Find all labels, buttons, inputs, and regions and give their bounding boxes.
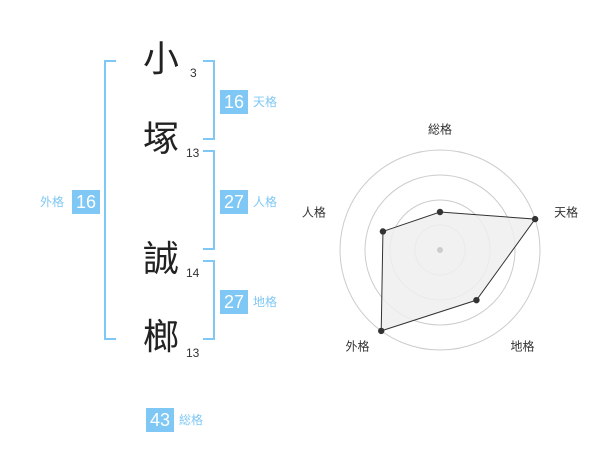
soukaku-badge: 43: [146, 408, 174, 432]
stroke-count-3: 14: [186, 266, 200, 280]
soukaku-label: 総格: [179, 413, 204, 427]
radar-point-3: [378, 327, 385, 335]
name-char-4: 榔: [143, 317, 180, 358]
name-char-3: 誠: [143, 239, 180, 280]
tenkaku-label: 天格: [253, 95, 278, 109]
name-char-2: 塚: [143, 119, 180, 160]
radar-ring: [339, 149, 541, 351]
stroke-count-4: 13: [186, 346, 200, 360]
radar-point-1: [531, 215, 539, 223]
radar-axis-label-3: 外格: [345, 339, 369, 354]
gaikaku-badge: 16: [72, 190, 100, 214]
jinkaku-badge: 27: [220, 190, 248, 214]
radar-axis-label-4: 人格: [302, 204, 326, 219]
tenkaku-bracket: [203, 60, 215, 140]
radar-center-point: [437, 247, 443, 253]
radar-point-4: [379, 228, 387, 235]
radar-point-0: [436, 208, 444, 216]
jinkaku-label: 人格: [253, 195, 278, 209]
gaikaku-bracket: [104, 60, 116, 340]
jinkaku-bracket: [203, 150, 215, 250]
gaikaku-label: 外格: [40, 195, 65, 209]
radar-axis-label-2: 地格: [511, 339, 535, 354]
radar-axis-label-0: 総格: [428, 122, 452, 137]
radar-axis-label-1: 天格: [554, 204, 578, 219]
chikaku-badge: 27: [220, 290, 248, 314]
radar-point-2: [473, 296, 480, 304]
tenkaku-badge: 16: [220, 90, 248, 114]
chikaku-label: 地格: [253, 295, 278, 309]
radar-series-polygon: [380, 211, 537, 332]
stroke-count-1: 3: [190, 66, 197, 80]
chikaku-bracket: [203, 260, 215, 340]
radar-ring: [364, 174, 516, 326]
stroke-count-2: 13: [186, 146, 200, 160]
name-char-1: 小: [143, 39, 180, 80]
